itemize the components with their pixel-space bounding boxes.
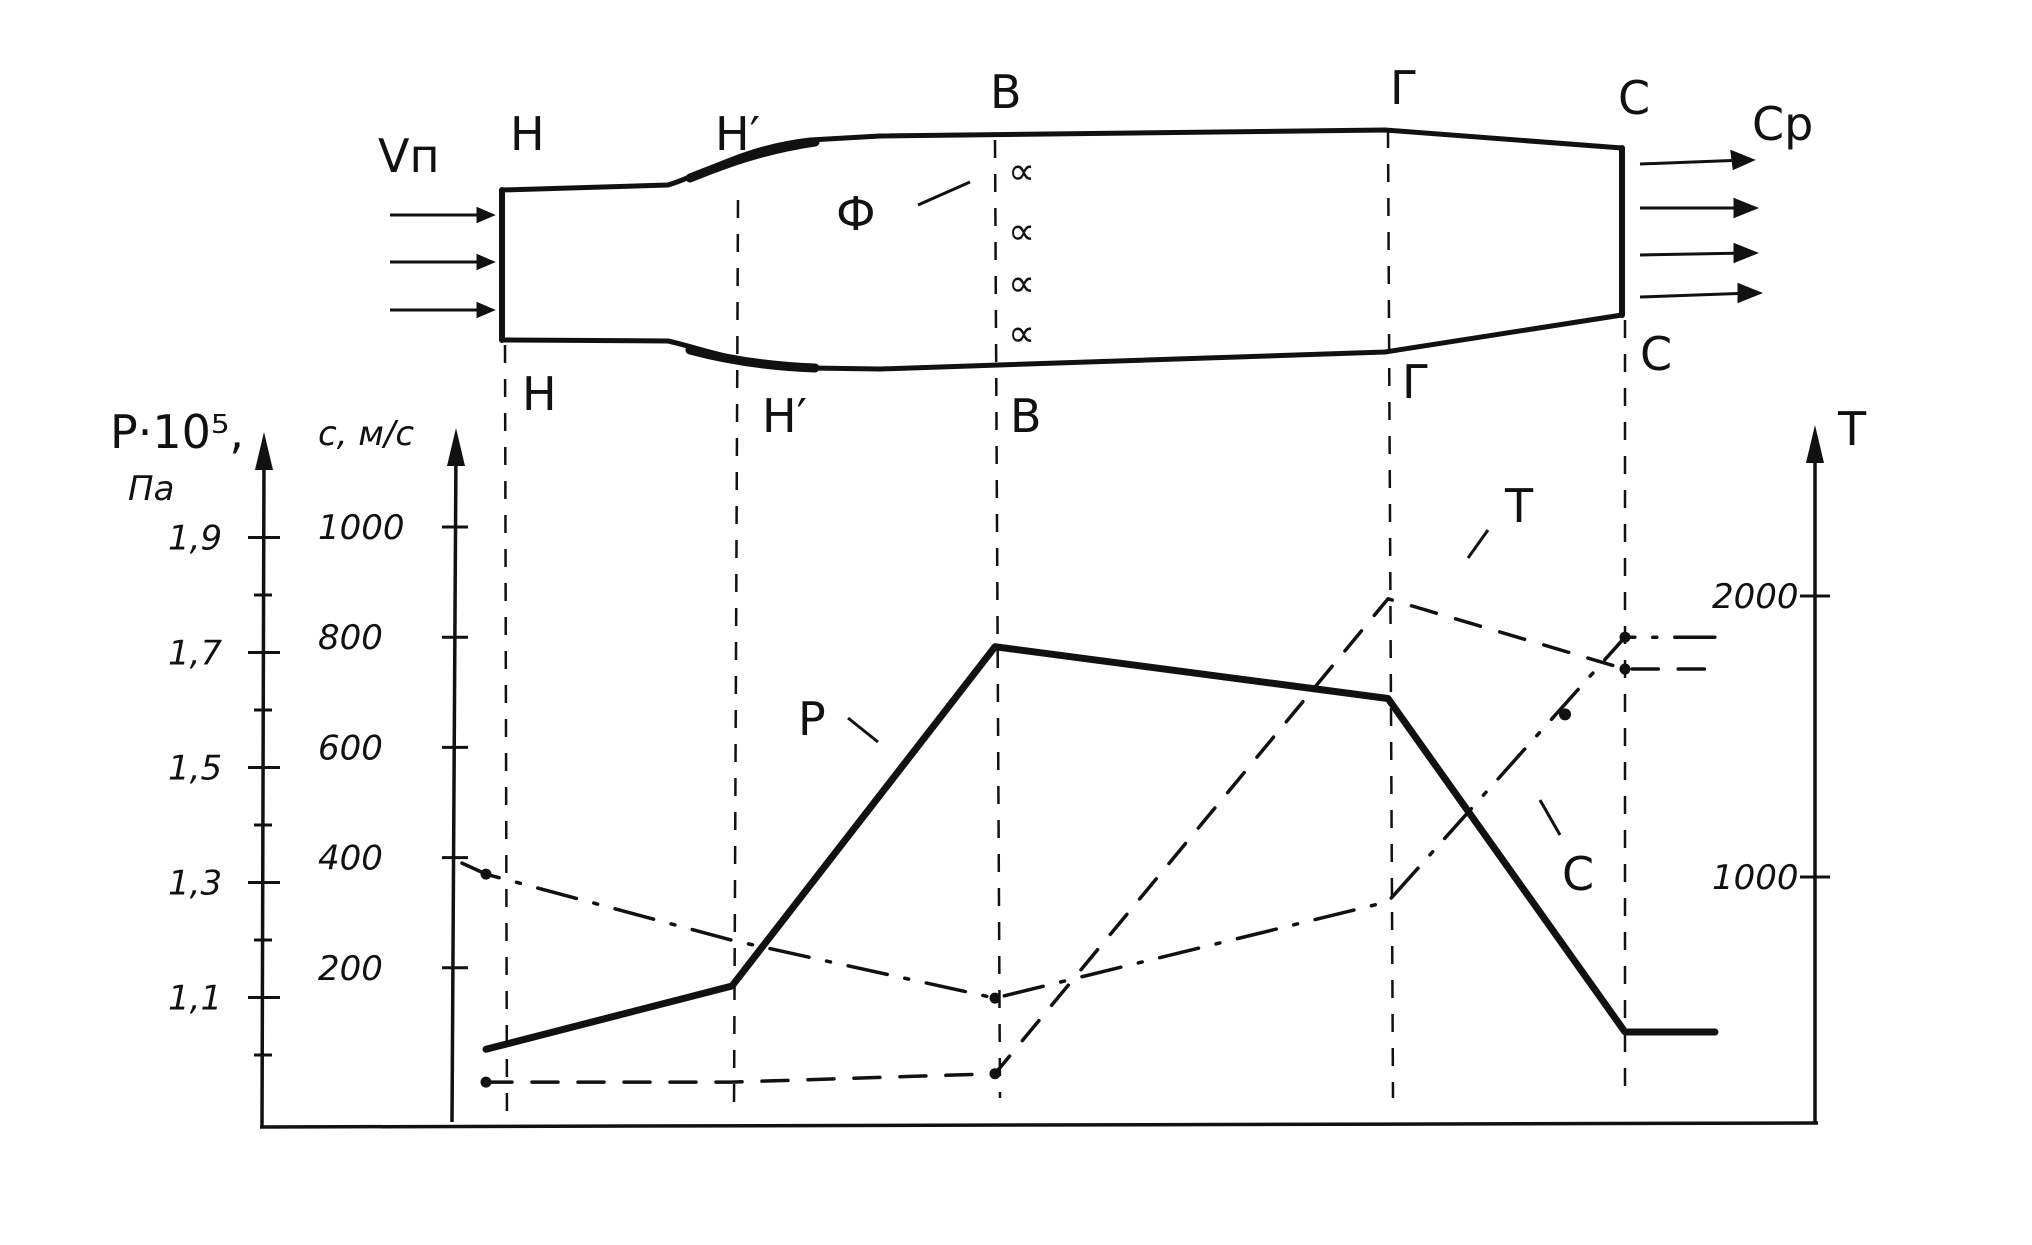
velocity-axis — [450, 447, 458, 1123]
velocity-axis-arrow — [447, 428, 465, 466]
pressure-axis-unit: Па — [128, 469, 174, 509]
flame-holder-leader — [917, 180, 971, 207]
pressure-axis — [260, 454, 266, 1128]
series-P-leader — [847, 716, 879, 744]
series-T-leader — [1466, 529, 1490, 559]
fuel-injectors: ∝ ∝ ∝ ∝ — [1008, 149, 1035, 355]
station-label-bottom-g: Г — [1402, 355, 1430, 409]
station-line-g — [1386, 129, 1395, 1099]
station-line-h-prime — [732, 199, 740, 1111]
inlet-flow-arrows — [390, 206, 496, 319]
station-label-top-g: Г — [1390, 61, 1418, 115]
injector-3: ∝ — [1008, 261, 1035, 305]
station-label-top-v: В — [990, 65, 1022, 119]
station-label-bottom-h: Н — [522, 367, 557, 421]
chart-axes — [259, 445, 1819, 1129]
pressure-tick-label: 1,9 — [168, 519, 222, 559]
flame-holder-label: Ф — [836, 187, 876, 241]
velocity-tick-label: 800 — [318, 618, 383, 658]
station-label-top-h: Н — [510, 107, 545, 161]
temperature-tick-label: 1000 — [1712, 858, 1799, 898]
pressure-axis-arrow — [255, 432, 273, 470]
pressure-tick-label: 1,1 — [168, 979, 222, 1019]
station-label-top-h-prime: Н′ — [715, 107, 760, 161]
series-P-line — [482, 643, 1719, 1053]
station-label-bottom-v: В — [1010, 389, 1042, 443]
series-C-label: C — [1562, 847, 1594, 901]
exit-flow-arrows — [1639, 149, 1764, 304]
series-T-point — [989, 1068, 1001, 1080]
station-label-bottom-s: С — [1640, 327, 1672, 381]
station-label-top-s: С — [1618, 71, 1650, 125]
velocity-tick-label: 1000 — [318, 508, 405, 548]
series-T-line — [484, 597, 1717, 1084]
temperature-axis-label: T — [1837, 402, 1867, 456]
station-line-h — [503, 344, 509, 1129]
exit-velocity-label: Cр — [1752, 97, 1813, 151]
series-P-label: P — [798, 692, 826, 746]
pressure-tick-label: 1,3 — [168, 864, 222, 904]
station-line-v — [993, 139, 1002, 1099]
pressure-tick-label: 1,7 — [168, 634, 222, 674]
chart-series: P T C — [460, 479, 1719, 1088]
velocity-tick-label: 400 — [318, 839, 383, 879]
station-guide-lines — [503, 129, 1627, 1129]
series-C-leader — [1538, 799, 1562, 836]
diffuser-thick-lower — [685, 345, 820, 373]
series-C-point — [1619, 631, 1631, 643]
temperature-axis-arrow — [1806, 425, 1824, 463]
pressure-tick-label: 1,5 — [168, 749, 222, 789]
series-T-point — [1619, 663, 1631, 675]
engine-lower-wall — [499, 312, 1625, 372]
injector-2: ∝ — [1008, 209, 1035, 253]
velocity-axis-label: c, м/с — [318, 414, 414, 454]
series-T-point — [480, 1076, 492, 1088]
series-T-label: T — [1504, 479, 1534, 533]
temperature-tick-label: 2000 — [1712, 577, 1799, 617]
inlet-velocity-label: Vп — [378, 129, 440, 183]
diffuser-thick-upper — [685, 137, 820, 183]
injector-1: ∝ — [1008, 149, 1035, 193]
pressure-axis-label: P·10⁵, — [110, 405, 244, 459]
series-C-point — [480, 868, 492, 880]
x-baseline — [259, 1121, 1819, 1129]
station-label-bottom-h-prime: Н′ — [762, 389, 807, 443]
series-C-point — [1559, 708, 1571, 721]
engine-schematic — [499, 127, 1625, 373]
axis-ticks: 1,9 1,7 1,5 1,3 1,1 1000 800 600 400 200 2000 1000 — [168, 508, 1830, 1057]
velocity-tick-label: 200 — [318, 949, 383, 989]
velocity-tick-label: 600 — [318, 728, 383, 768]
injector-4: ∝ — [1008, 311, 1035, 355]
series-C-line — [460, 635, 1717, 1000]
series-C-point — [989, 992, 1001, 1004]
engine-upper-wall — [499, 127, 1625, 193]
